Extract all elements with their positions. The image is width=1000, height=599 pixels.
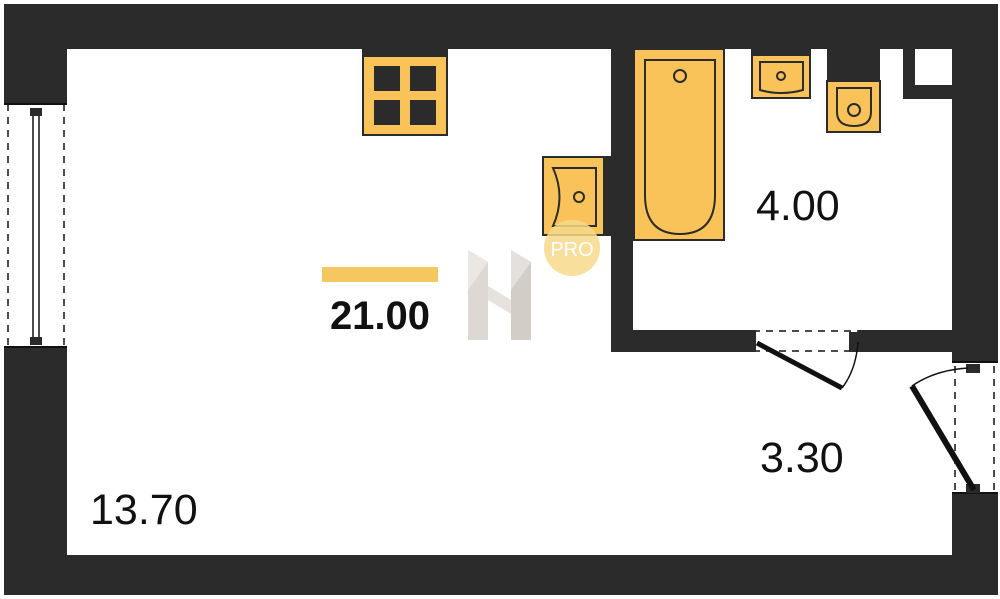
- bathtub-icon: [633, 48, 725, 241]
- total-area-accent-bar: [322, 267, 438, 282]
- door-swing: [911, 367, 969, 387]
- wall-top: [4, 4, 998, 49]
- washbasin-icon: [751, 48, 811, 99]
- wall-bottom: [4, 555, 998, 595]
- wall-right-upper: [952, 4, 998, 362]
- walls: [4, 4, 998, 595]
- pro-badge-text: PRO: [550, 239, 593, 261]
- entrance-door: [909, 361, 998, 494]
- wall-right-lower: [952, 493, 998, 595]
- wall-bathroom-left: [611, 49, 633, 352]
- window-left: [4, 103, 67, 348]
- shaft-inner: [915, 49, 952, 85]
- watermark-h-icon: [468, 250, 531, 340]
- bathroom-door: [746, 330, 859, 391]
- door-leaf: [755, 340, 844, 391]
- pro-badge: [544, 220, 600, 276]
- total-area: 21.00: [330, 294, 430, 338]
- pro-logo: PRO: [544, 220, 600, 276]
- kitchen-sink-icon: [542, 156, 612, 236]
- wall-bathroom-bottom-right: [858, 330, 954, 352]
- room-area-hallway: 3.30: [760, 434, 844, 482]
- door-leaf: [909, 384, 977, 492]
- wall-left-lower: [4, 347, 67, 595]
- room-area-living: 13.70: [90, 486, 198, 534]
- toilet-icon: [826, 49, 881, 133]
- door-swing: [841, 341, 859, 389]
- wall-bathroom-bottom-left: [611, 330, 753, 352]
- room-area-bathroom: 4.00: [756, 182, 840, 230]
- stove-icon: [362, 48, 448, 136]
- window-frame: [4, 104, 67, 347]
- wall-left-upper: [4, 4, 67, 104]
